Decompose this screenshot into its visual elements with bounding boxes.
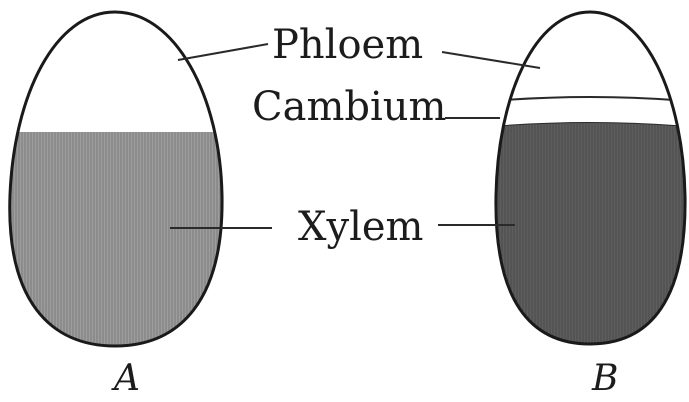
phloem-region-a bbox=[0, 0, 240, 132]
phloem-region-b bbox=[480, 0, 689, 104]
label-cambium: Cambium bbox=[252, 84, 446, 130]
figure-label-b: B bbox=[591, 358, 618, 399]
label-xylem: Xylem bbox=[298, 204, 423, 250]
bundle-b bbox=[480, 0, 689, 360]
xylem-hatch-a bbox=[0, 132, 240, 362]
figure-label-a: A bbox=[111, 358, 140, 399]
xylem-hatch-b bbox=[480, 123, 689, 360]
leader-phloem-a bbox=[178, 44, 268, 60]
label-phloem: Phloem bbox=[272, 22, 423, 68]
bundle-a bbox=[0, 0, 240, 362]
